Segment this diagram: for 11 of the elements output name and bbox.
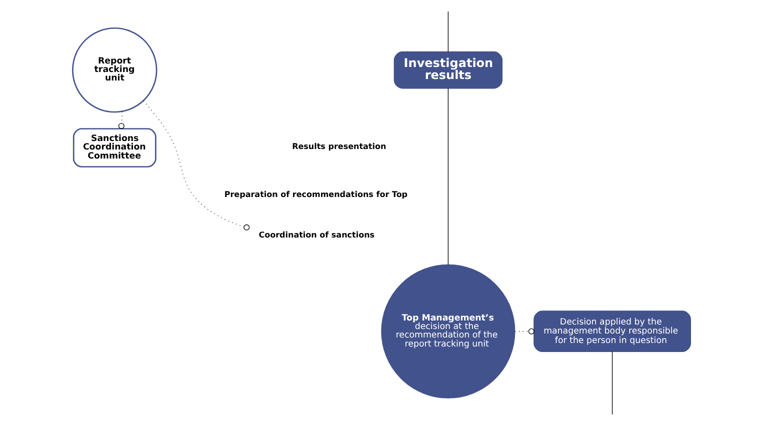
- connector: [514, 328, 534, 334]
- node-box: Investigation results: [394, 51, 503, 89]
- connector: [612, 351, 613, 415]
- node-box: Decision applied by the management body responsible for the person in question: [534, 310, 691, 352]
- connector: [143, 100, 250, 230]
- connector: [118, 111, 124, 129]
- node-circle: Report tracking unit: [72, 27, 158, 113]
- node-circle: Top Management’s decision at the recommendation of the report tracking unit: [381, 264, 516, 398]
- connector: [448, 11, 449, 52]
- connector: [448, 88, 449, 265]
- node-box: Sanctions Coordination Committee: [72, 128, 156, 168]
